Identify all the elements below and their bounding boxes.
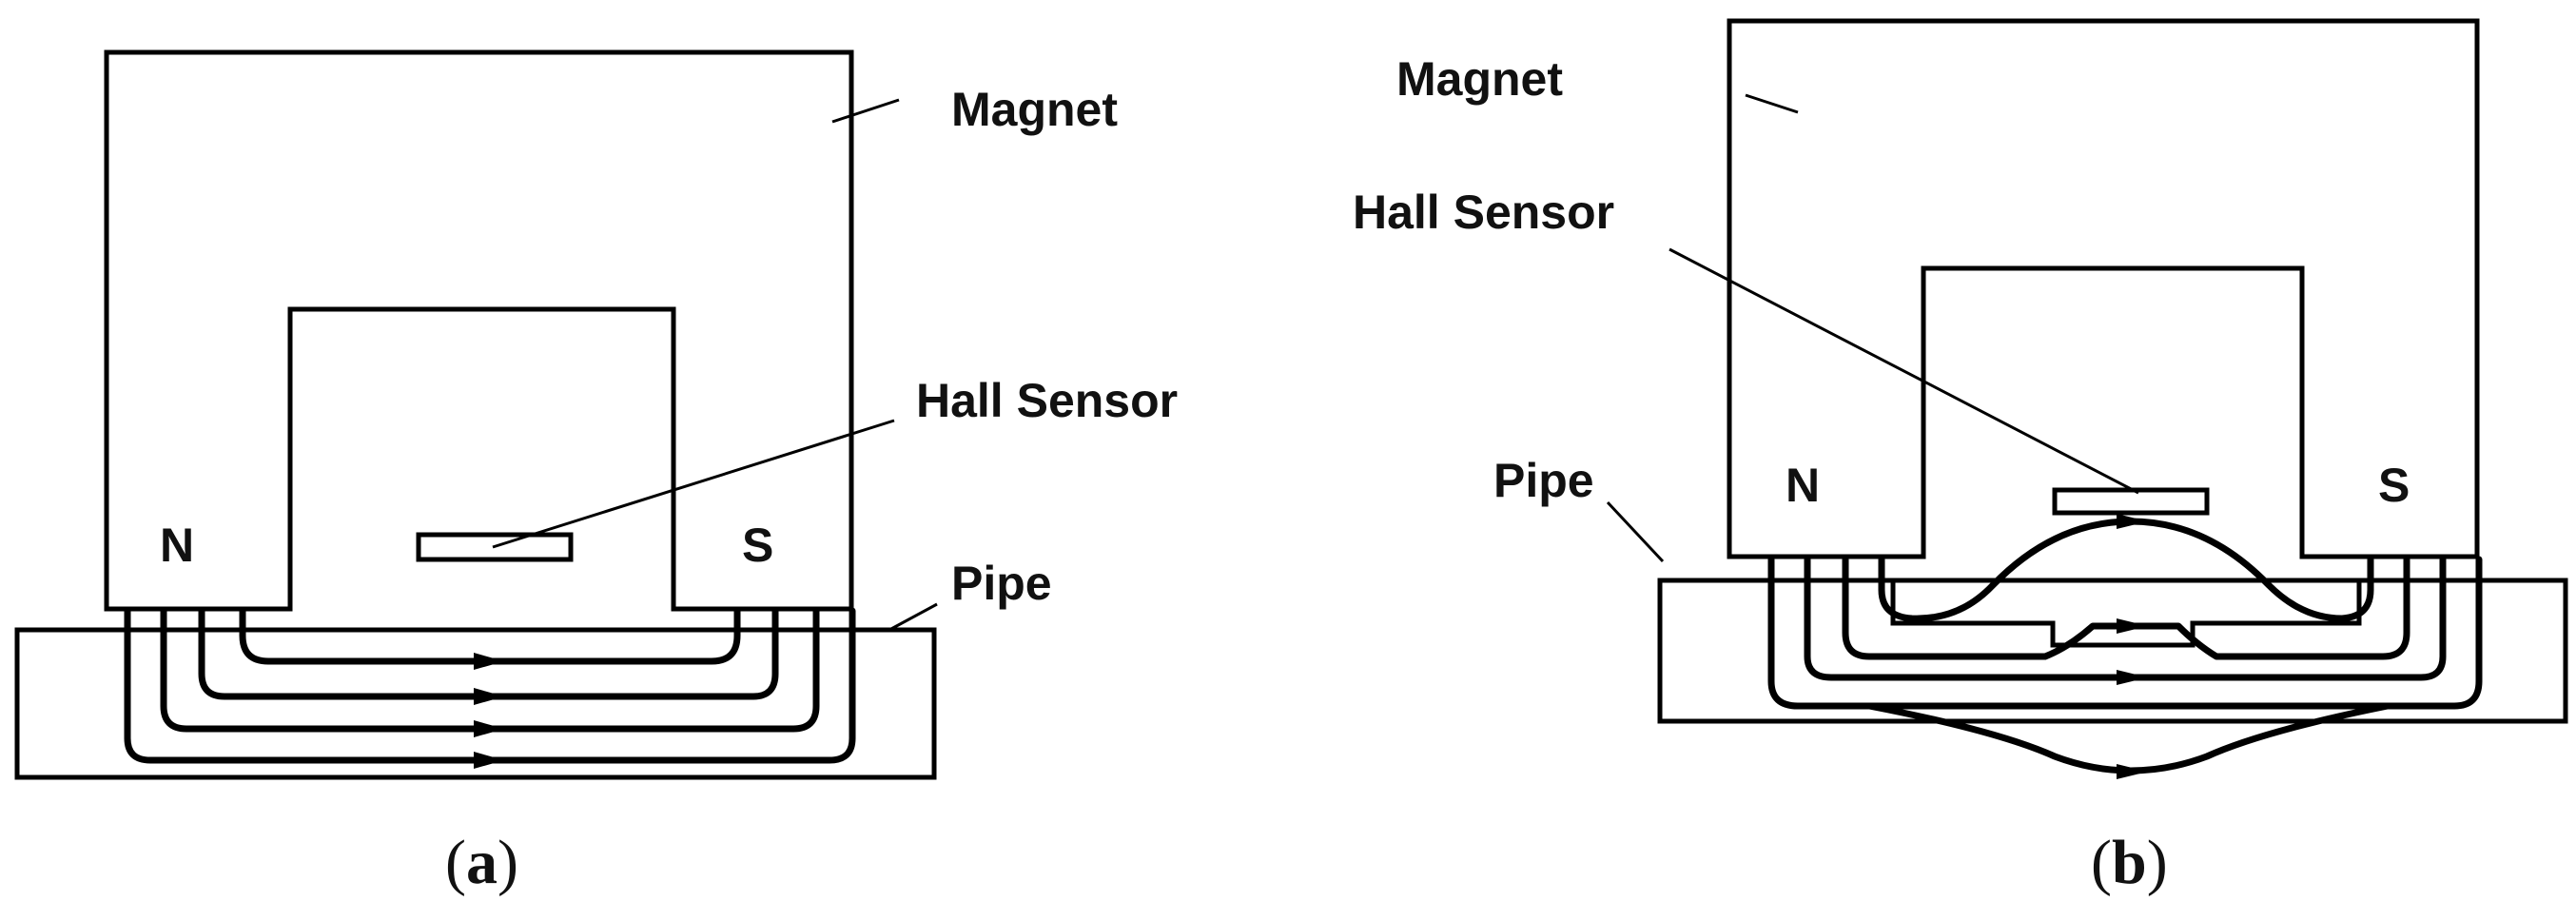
caption-b: (b)	[2091, 828, 2168, 897]
caption-close: )	[2147, 828, 2168, 897]
pipe-leader-line	[1606, 500, 1665, 563]
caption-letter: a	[466, 828, 498, 897]
panel-a: Magnet Hall Sensor Pipe N S (a)	[14, 49, 1178, 897]
pipe-body	[14, 627, 937, 780]
north-pole-label: N	[1786, 459, 1820, 512]
flux-arrow	[2117, 514, 2148, 529]
hall-sensor	[416, 532, 574, 562]
pipe-leader-line	[888, 602, 938, 632]
flux-arrow	[474, 688, 504, 705]
hall-sensor	[2052, 487, 2210, 516]
flux-line	[1865, 702, 2391, 774]
flux-arrow	[474, 720, 504, 737]
magnet-body	[104, 49, 854, 612]
flux-arrow	[474, 752, 504, 769]
north-pole-label: N	[160, 519, 194, 572]
caption-letter: b	[2112, 828, 2147, 897]
pipe-label: Pipe	[951, 557, 1052, 610]
south-pole-label: S	[742, 519, 773, 572]
caption-close: )	[498, 828, 518, 897]
south-pole-label: S	[2378, 459, 2410, 512]
flux-line	[1842, 556, 2410, 660]
flux-lines	[1767, 514, 2483, 779]
magnet-leader-line	[831, 98, 900, 124]
flux-arrow	[2117, 670, 2148, 685]
sensor-leader-line	[1669, 247, 2139, 495]
hall-sensor-label: Hall Sensor	[916, 374, 1178, 427]
magnet-label: Magnet	[951, 83, 1118, 136]
flux-line	[1767, 556, 2483, 710]
flux-line	[198, 607, 779, 700]
magnet-leader-line	[1745, 93, 1799, 114]
magnet-label: Magnet	[1396, 52, 1563, 106]
flux-arrow	[2117, 764, 2148, 779]
flux-lines	[124, 607, 856, 769]
flux-line	[124, 607, 856, 764]
flux-arrow	[474, 653, 504, 670]
caption-open: (	[2091, 828, 2112, 897]
hall-sensor-label: Hall Sensor	[1353, 186, 1614, 239]
pipe-body	[1657, 578, 2568, 724]
pipe-defect-profile	[1890, 580, 2362, 648]
panel-b: Magnet Hall Sensor Pipe N S (b)	[1353, 18, 2568, 897]
flux-arrow	[2117, 618, 2148, 634]
caption-a: (a)	[445, 828, 518, 897]
sensor-leader-line	[492, 419, 895, 549]
caption-open: (	[445, 828, 466, 897]
flux-line	[1878, 518, 2374, 622]
flux-line	[239, 607, 741, 665]
pipe-label: Pipe	[1493, 454, 1594, 507]
magnet-body	[1727, 18, 2480, 559]
